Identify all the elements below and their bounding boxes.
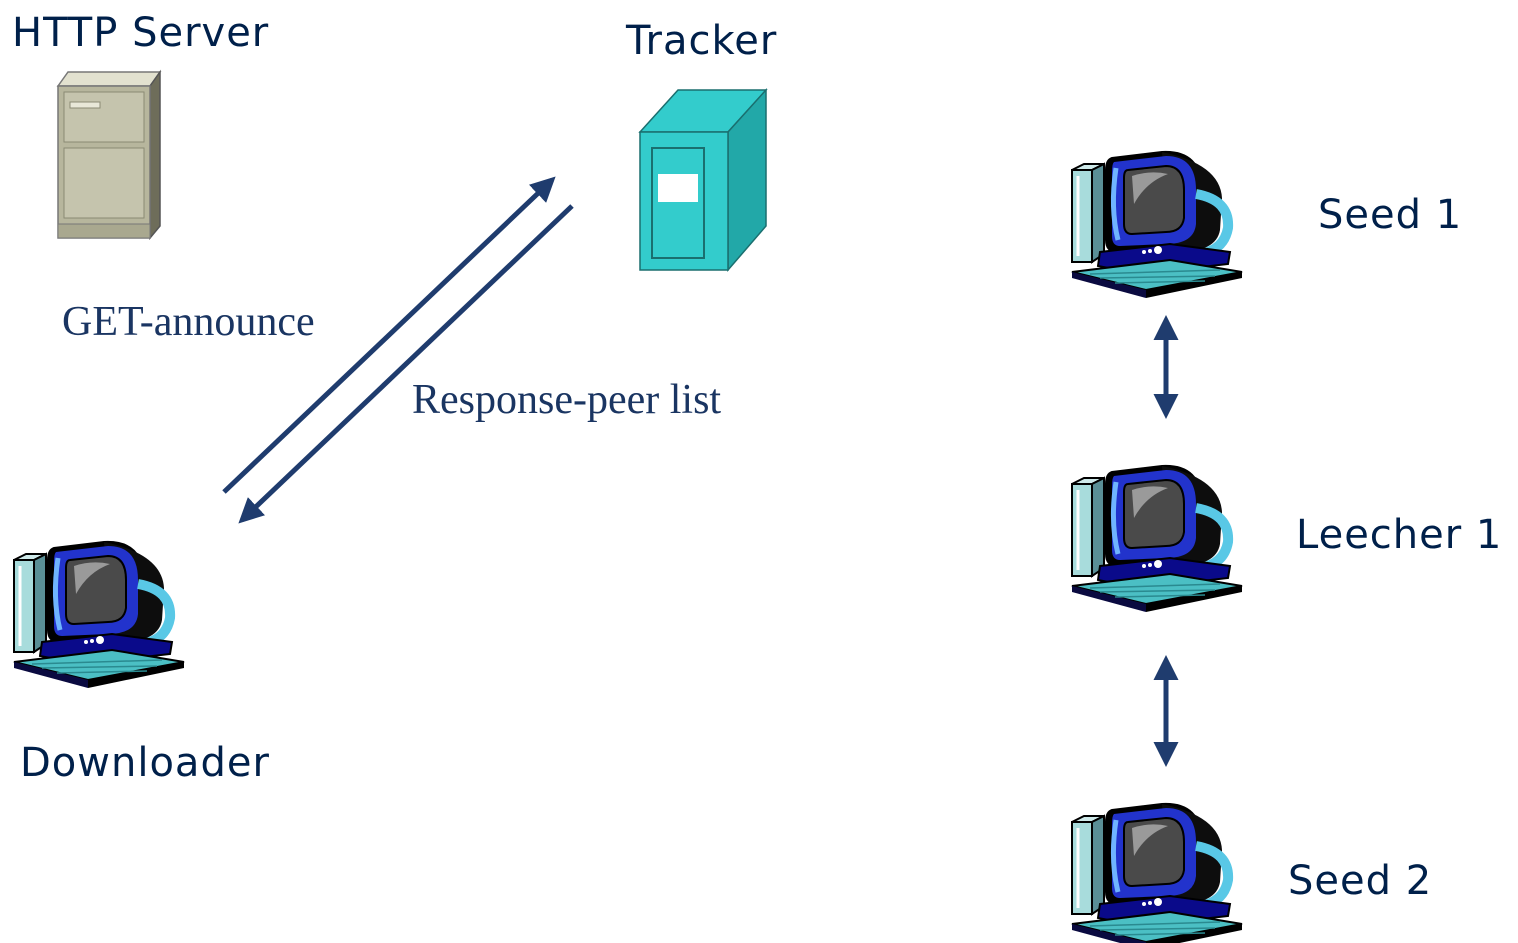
leecher1-label: Leecher 1 — [1296, 512, 1503, 558]
downloader-computer-icon — [14, 542, 184, 688]
get-announce-label: GET-announce — [62, 299, 315, 345]
get-announce-arrow — [222, 176, 556, 494]
http-server-label: HTTP Server — [12, 10, 270, 56]
tracker-label: Tracker — [626, 18, 778, 64]
tracker-icon — [638, 88, 768, 273]
seed1-computer-icon — [1072, 152, 1242, 298]
downloader-label: Downloader — [20, 740, 270, 786]
leecher1-computer-icon — [1072, 466, 1242, 612]
response-arrow — [238, 204, 574, 524]
seed1-label: Seed 1 — [1318, 192, 1463, 238]
response-peer-list-label: Response-peer list — [412, 377, 722, 423]
http-server-icon — [56, 69, 162, 241]
seed2-label: Seed 2 — [1288, 858, 1433, 904]
seed2-computer-icon — [1072, 804, 1242, 943]
